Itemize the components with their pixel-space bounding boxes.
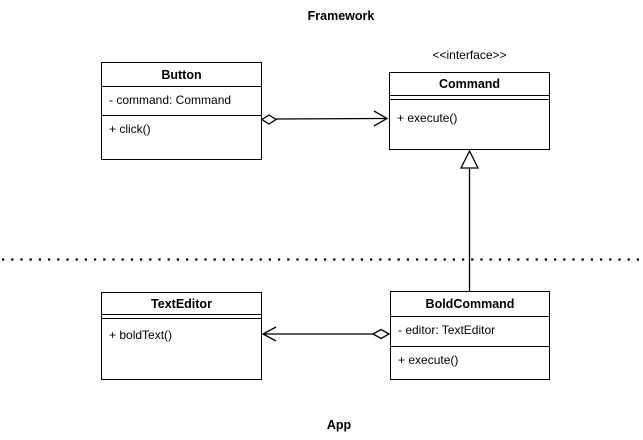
- aggregation-diamond-icon: [260, 114, 278, 125]
- class-name-texteditor: TextEditor: [102, 293, 261, 315]
- class-box-button: Button - command: Command + click(): [101, 62, 262, 160]
- aggregation-line-button-command: [274, 117, 388, 120]
- boldcommand-attribute-editor: - editor: TextEditor: [398, 323, 496, 337]
- class-name-command: Command: [390, 73, 549, 96]
- texteditor-method-boldtext: + boldText(): [109, 328, 173, 342]
- app-zone-label: App: [326, 418, 352, 432]
- boldcommand-attributes-compartment: - editor: TextEditor: [391, 317, 549, 347]
- framework-zone-label: Framework: [307, 9, 375, 23]
- generalization-triangle-icon: [459, 149, 480, 169]
- open-arrowhead-icon: [373, 110, 389, 127]
- command-method-execute: + execute(): [397, 111, 458, 125]
- command-interface-stereotype: <<interface>>: [432, 48, 507, 62]
- class-box-texteditor: TextEditor + boldText(): [101, 292, 262, 380]
- button-attributes-compartment: - command: Command: [102, 87, 261, 116]
- button-attribute-command: - command: Command: [109, 93, 232, 107]
- boldcommand-method-execute: + execute(): [398, 353, 459, 367]
- class-name-boldcommand: BoldCommand: [391, 292, 549, 317]
- texteditor-methods-compartment: + boldText(): [102, 319, 261, 379]
- button-method-click: + click(): [109, 122, 151, 136]
- boldcommand-methods-compartment: + execute(): [391, 347, 549, 379]
- command-empty-attributes-compartment: [390, 96, 549, 100]
- class-box-command: Command + execute(): [389, 72, 550, 150]
- class-name-button: Button: [102, 63, 261, 87]
- texteditor-empty-attributes-compartment: [102, 315, 261, 319]
- open-arrowhead-icon: [261, 326, 277, 342]
- class-box-boldcommand: BoldCommand - editor: TextEditor + execu…: [390, 291, 550, 380]
- button-methods-compartment: + click(): [102, 116, 261, 159]
- command-methods-compartment: + execute(): [390, 100, 549, 149]
- aggregation-diamond-icon: [371, 328, 391, 340]
